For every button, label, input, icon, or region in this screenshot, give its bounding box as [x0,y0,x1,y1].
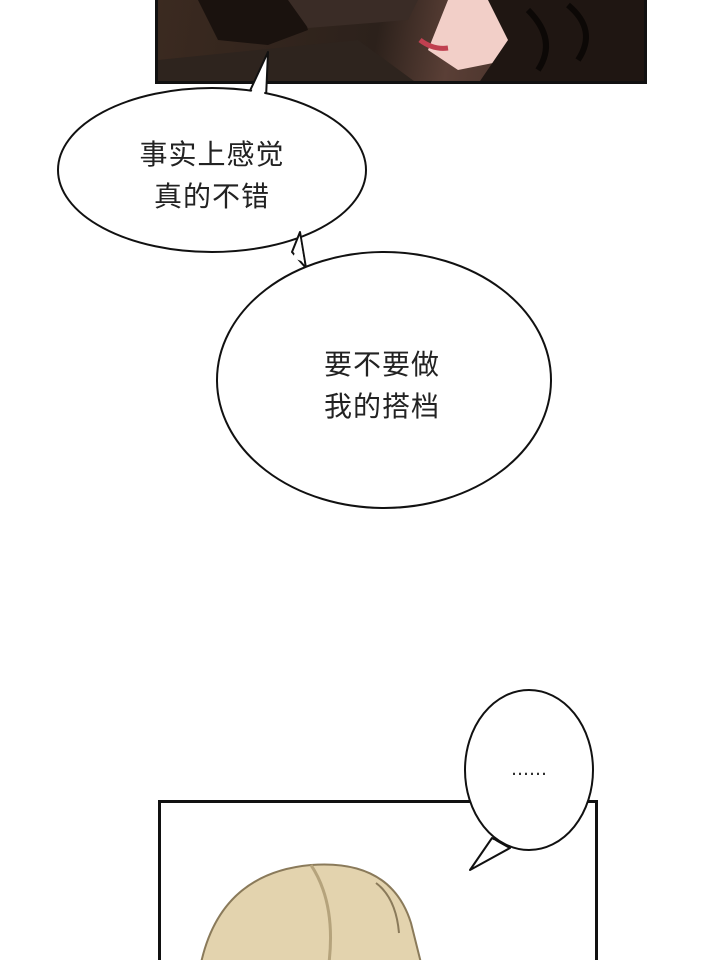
bubble-second-line-2: 我的搭档 [323,390,440,423]
bottom-panel-artwork [200,863,422,960]
bubble-first-line-2: 真的不错 [153,180,270,213]
bubble-first-line-1: 事实上感觉 [139,138,285,171]
top-panel-artwork [158,0,644,81]
bubble-second-line-1: 要不要做 [323,348,440,381]
speech-bubble-second [216,251,552,509]
bubble-text-third: …… [511,759,547,780]
bubble-text-second: 要不要做 我的搭档 [282,344,482,428]
mouth-shape [418,37,449,51]
face-shape [428,0,518,70]
speech-bubble-third [464,689,594,851]
top-comic-panel [155,0,647,84]
bottom-comic-panel [158,800,598,960]
speech-bubble-first [57,87,367,253]
bubble-text-first: 事实上感觉 真的不错 [112,134,312,218]
